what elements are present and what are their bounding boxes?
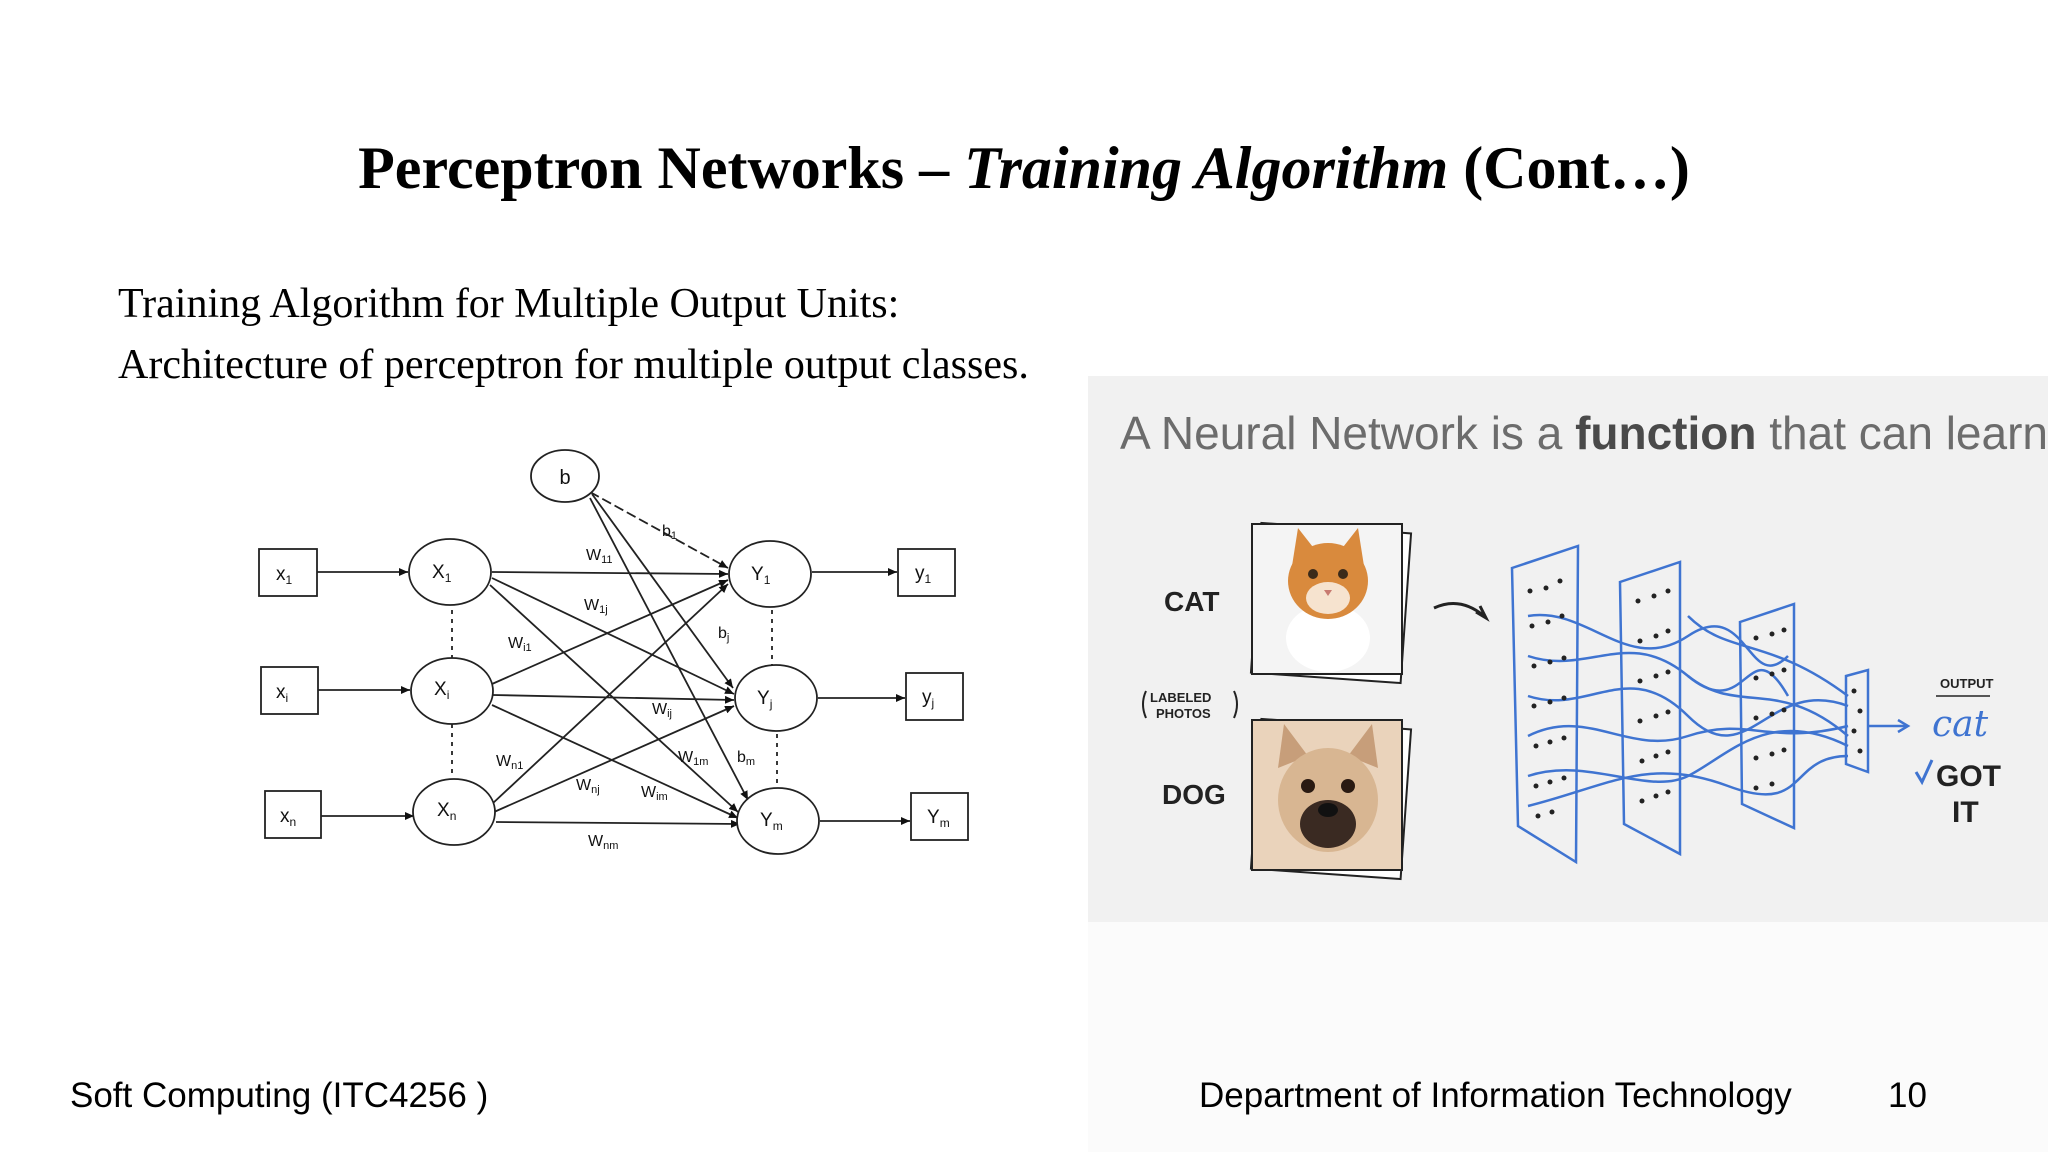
- svg-text:Xn: Xn: [437, 800, 456, 823]
- output-sub-j: j: [931, 696, 935, 710]
- neural-network-illustration: A Neural Network is a function that can …: [1088, 376, 2048, 922]
- weight-labels: W11 W1j Wi1 Wij Wn1 Wnj W1m Wim Wnm b1 b…: [496, 523, 755, 852]
- output-label-m: Y: [927, 807, 940, 828]
- svg-text:y1: y1: [915, 563, 932, 586]
- input-box-n: xn: [264, 790, 322, 839]
- input-unit-1: X1: [408, 538, 492, 606]
- labeled-label: LABELED: [1150, 690, 1211, 705]
- weight-label-wnm: Wnm: [588, 833, 618, 852]
- weight-label-wn1: Wn1: [496, 753, 523, 772]
- nn-sketch: CAT LABELED PHOTOS DOG: [1142, 521, 2001, 881]
- input-unit-sub-n: n: [450, 809, 457, 823]
- svg-text:Ym: Ym: [760, 810, 783, 833]
- output-heading: OUTPUT: [1940, 676, 1994, 691]
- input-unit-sub-1: 1: [445, 571, 452, 585]
- cat-photo: [1249, 521, 1413, 685]
- weight-label-w1m: W1m: [678, 749, 708, 768]
- input-sub-1: 1: [286, 573, 293, 587]
- svg-text:yj: yj: [922, 687, 934, 710]
- weight-label-wnj: Wnj: [576, 777, 600, 796]
- input-sub-n: n: [290, 815, 297, 829]
- svg-text:xi: xi: [276, 682, 288, 705]
- footer-course: Soft Computing (ITC4256 ): [70, 1076, 489, 1115]
- body-line-1: Training Algorithm for Multiple Output U…: [118, 281, 900, 327]
- output-value: cat: [1932, 704, 1989, 745]
- input-unit-n: Xn: [412, 778, 496, 846]
- output-box-1: y1: [897, 548, 956, 597]
- neuron-dots: [1527, 578, 1863, 819]
- weight-label-wim: Wim: [641, 784, 668, 803]
- check-icon: [1914, 759, 1934, 786]
- bias-node: b: [530, 449, 600, 503]
- output-unit-label-1: Y: [751, 564, 764, 585]
- svg-text:X1: X1: [432, 562, 452, 585]
- input-unit-label-1: X: [432, 562, 445, 583]
- input-unit-sub-i: i: [447, 688, 450, 702]
- output-label-j: y: [922, 687, 932, 708]
- input-label-i: x: [276, 682, 286, 703]
- output-unit-sub-j: j: [769, 697, 773, 711]
- got-label: GOT: [1936, 760, 2001, 793]
- input-unit-label-n: X: [437, 800, 450, 821]
- photos-label: PHOTOS: [1156, 706, 1211, 721]
- output-box-m: Ym: [910, 792, 969, 841]
- page-number: 10: [1888, 1076, 1927, 1115]
- bias-label: b: [559, 467, 570, 489]
- bias-weight-label-bm: bm: [737, 749, 755, 768]
- dog-photo: [1249, 717, 1413, 881]
- output-unit-sub-1: 1: [764, 573, 771, 587]
- input-unit-label-i: X: [434, 679, 447, 700]
- svg-text:Ym: Ym: [927, 807, 950, 830]
- weight-label-wi1: Wi1: [508, 635, 532, 654]
- perceptron-architecture-diagram: b x1 xi xn X1 Xi Xn Y1 Yj Ym y1: [258, 449, 969, 855]
- input-box-i: xi: [260, 666, 319, 715]
- svg-text:xn: xn: [280, 806, 296, 829]
- it-label: IT: [1952, 796, 1979, 829]
- slide-title-part2: (Cont…): [1448, 135, 1690, 201]
- output-label-1: y: [915, 563, 925, 584]
- weight-label-wij: Wij: [652, 701, 672, 720]
- svg-text:Xi: Xi: [434, 679, 449, 702]
- slide-title: Perceptron Networks – Training Algorithm…: [0, 128, 2048, 208]
- input-box-1: x1: [258, 548, 318, 597]
- input-label-n: x: [280, 806, 290, 827]
- output-unit-1: Y1: [728, 540, 812, 608]
- output-unit-m: Ym: [736, 787, 820, 855]
- svg-text:Y1: Y1: [751, 564, 771, 587]
- output-unit-label-m: Y: [760, 810, 773, 831]
- body-line-2: Architecture of perceptron for multiple …: [118, 342, 1029, 388]
- slide-title-italic: Training Algorithm: [964, 135, 1449, 201]
- footer-department: Department of Information Technology: [1199, 1076, 1792, 1115]
- output-unit-sub-m: m: [773, 819, 783, 833]
- input-label-1: x: [276, 564, 286, 585]
- svg-text:Yj: Yj: [757, 688, 772, 711]
- bias-weight-label-b1: b1: [662, 523, 677, 542]
- input-sub-i: i: [286, 691, 289, 705]
- nn-headline: A Neural Network is a function that can …: [1120, 407, 2048, 459]
- output-sub-1: 1: [925, 572, 932, 586]
- output-unit-label-j: Y: [757, 688, 770, 709]
- cat-label: CAT: [1164, 586, 1219, 617]
- slide-title-part1: Perceptron Networks –: [358, 135, 965, 201]
- weight-label-w11: W11: [586, 547, 613, 566]
- network-layers: [1510, 544, 1911, 865]
- output-sub-m: m: [940, 816, 950, 830]
- input-unit-i: Xi: [410, 657, 494, 725]
- footer-panel-shade: [1088, 922, 2048, 1152]
- weight-label-w1j: W1j: [584, 597, 608, 616]
- svg-text:x1: x1: [276, 564, 293, 587]
- output-unit-j: Yj: [734, 664, 818, 732]
- output-box-j: yj: [905, 672, 964, 721]
- dog-label: DOG: [1162, 779, 1226, 810]
- bias-weight-label-bj: bj: [718, 625, 729, 644]
